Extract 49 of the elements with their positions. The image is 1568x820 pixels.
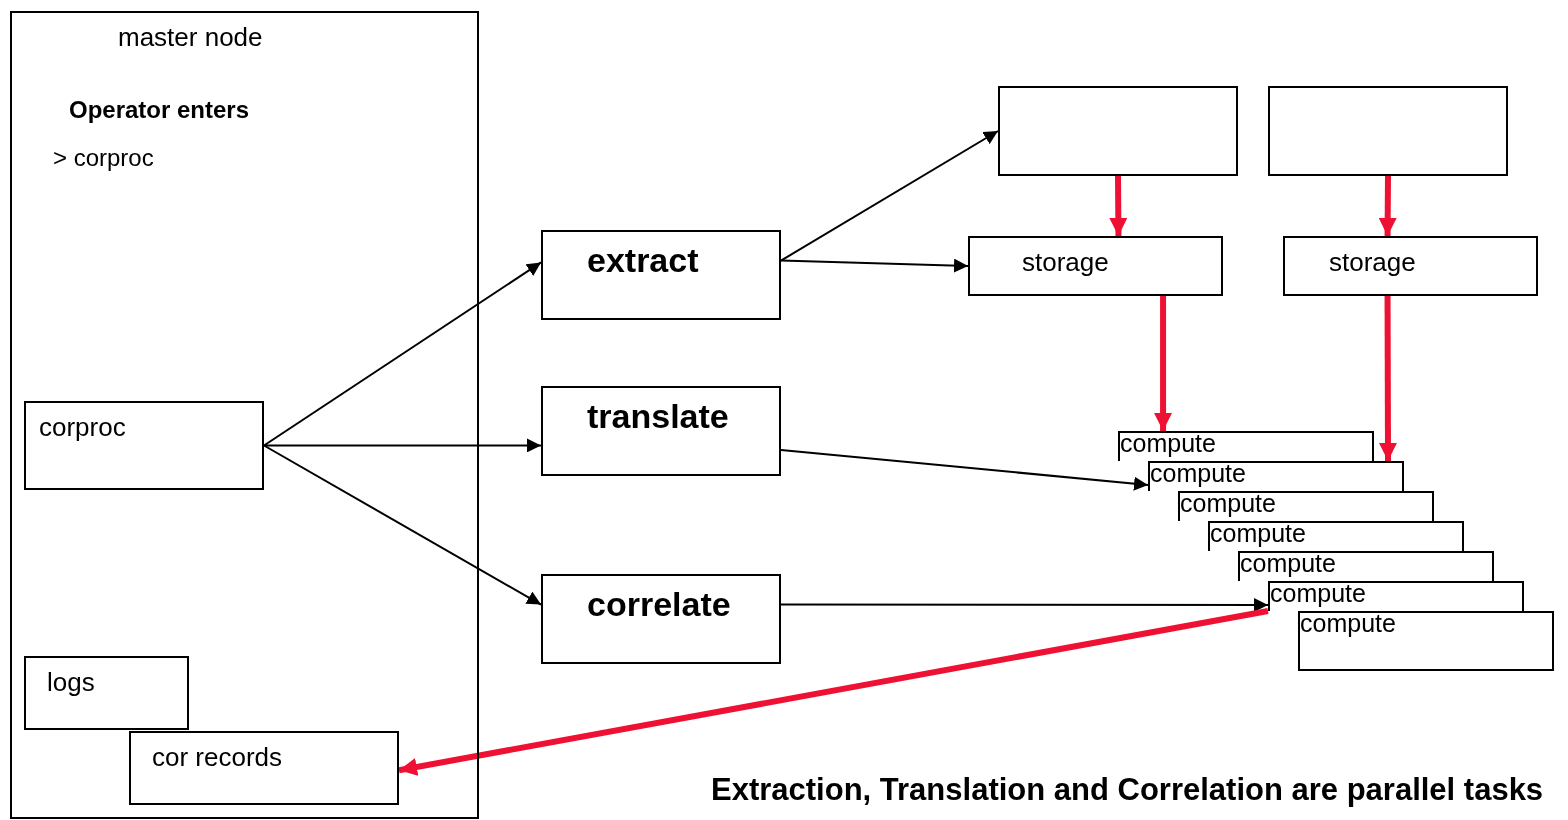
task-box [541,230,781,320]
box-label: extract [587,242,699,280]
instruction-text: Operator enters [69,97,250,124]
process-box [24,401,264,490]
compute-box [1238,551,1494,581]
box-label: compute [1270,580,1366,608]
arrow [263,438,542,453]
box-label: compute [1120,430,1216,458]
box-label: cor records [152,743,283,772]
compute-box [1298,611,1554,671]
arrow [1109,175,1128,237]
task-box [541,574,781,664]
box-label: compute [1150,460,1246,488]
box-label: correlate [587,586,731,624]
panel-title: master node [118,23,263,52]
box-label: compute [1240,550,1336,578]
compute-box [1148,461,1404,491]
master-node-panel [10,11,479,819]
compute-box [1208,521,1464,551]
device-box [1268,86,1508,176]
box-label: logs [47,668,95,697]
task-box [541,386,781,476]
box-label: translate [587,398,729,436]
arrow [398,608,1269,776]
process-box [129,731,399,805]
arrow [1378,296,1397,461]
storage-box [1283,236,1538,296]
box-label: storage [1022,248,1109,277]
arrow [1154,296,1173,431]
compute-box [1118,431,1374,461]
arrow [780,130,999,262]
caption: Extraction, Translation and Correlation are parallel tasks [711,772,1544,808]
arrow [780,598,1269,612]
box-label: storage [1329,248,1416,277]
arrow [780,258,969,273]
arrow [263,261,542,447]
arrow [1378,175,1397,237]
compute-box [1178,491,1434,521]
box-label: compute [1300,610,1396,638]
storage-box [968,236,1223,296]
arrow [780,448,1149,491]
command-text: > corproc [53,145,154,172]
process-box [24,656,189,730]
box-label: compute [1210,520,1306,548]
device-box [998,86,1238,176]
box-label: corproc [39,413,126,442]
box-label: compute [1180,490,1276,518]
compute-box [1268,581,1524,611]
arrow [263,444,542,606]
